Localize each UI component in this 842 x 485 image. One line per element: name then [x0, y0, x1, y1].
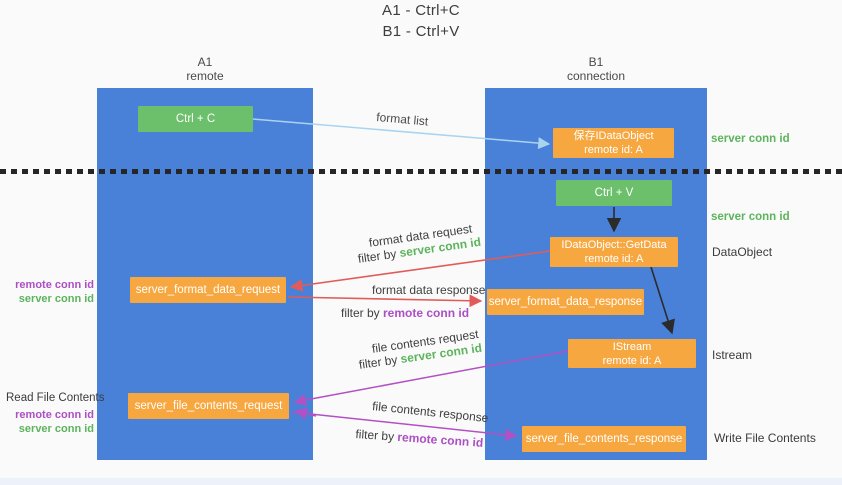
- node-server-file-contents-response-label: server_file_contents_response: [525, 433, 683, 445]
- format-data-response-filter-label: filter by remote conn id: [341, 306, 469, 320]
- filter-by-text: filter by: [341, 306, 384, 320]
- node-idataobject-getdata: IDataObject::GetData remote id: A: [550, 237, 678, 267]
- title-line-1: A1 - Ctrl+C: [382, 2, 460, 19]
- side-label-server-conn-id-2: server conn id: [711, 211, 790, 223]
- node-ctrl-v: Ctrl + V: [556, 180, 672, 206]
- node-ctrl-c-label: Ctrl + C: [175, 113, 216, 125]
- lane-header-a1: A1 remote: [97, 55, 313, 83]
- format-list-label: format list: [375, 110, 429, 129]
- lane-b1-role: connection: [566, 69, 626, 83]
- node-server-file-contents-request: server_file_contents_request: [128, 393, 289, 419]
- remote-conn-id-text: remote conn id: [383, 306, 470, 320]
- lane-b1-name: B1: [588, 55, 604, 69]
- node-idataobject-getdata-line1: IDataObject::GetData: [561, 239, 667, 251]
- filter-by-text: filter by: [358, 352, 402, 372]
- node-server-format-data-request: server_format_data_request: [130, 277, 286, 303]
- side-label-read-file-contents: Read File Contents: [6, 392, 105, 404]
- side-label-server-conn-id-4: server conn id: [18, 423, 94, 435]
- node-idataobject-getdata-line2: remote id: A: [584, 253, 644, 265]
- node-save-idataobject: 保存IDataObject remote id: A: [553, 128, 674, 158]
- node-server-file-contents-response: server_file_contents_response: [522, 426, 686, 452]
- side-label-server-conn-id-1: server conn id: [711, 133, 790, 145]
- node-server-format-data-response-label: server_format_data_response: [488, 296, 643, 308]
- filter-by-text: filter by: [357, 246, 401, 266]
- diagram-title: A1 - Ctrl+C B1 - Ctrl+V: [0, 0, 842, 42]
- format-data-response-arrow: [287, 294, 483, 308]
- remote-conn-id-text: remote conn id: [396, 429, 484, 450]
- left-label-block-format: remote conn id server conn id: [6, 278, 94, 306]
- node-save-idataobject-line2: remote id: A: [584, 144, 643, 156]
- lane-a1-name: A1: [197, 55, 213, 69]
- side-label-remote-conn-id-2: remote conn id: [15, 409, 94, 421]
- side-label-dataobject: DataObject: [712, 245, 773, 259]
- node-ctrl-v-label: Ctrl + V: [594, 187, 634, 199]
- lane-a1-role: remote: [186, 69, 224, 83]
- file-contents-response-label: file contents response: [371, 399, 490, 426]
- node-server-format-data-response: server_format_data_response: [487, 289, 644, 315]
- left-label-block-file: remote conn id server conn id: [6, 408, 94, 436]
- format-data-response-label: format data response: [372, 283, 486, 297]
- node-istream-line2: remote id: A: [602, 354, 662, 367]
- node-istream: IStream remote id: A: [568, 339, 696, 368]
- bottom-strip: [0, 478, 842, 485]
- side-label-write-file-contents: Write File Contents: [714, 431, 816, 445]
- side-label-server-conn-id-3: server conn id: [18, 293, 94, 305]
- side-label-istream: Istream: [712, 348, 753, 362]
- dotted-separator: [0, 169, 842, 174]
- node-ctrl-c: Ctrl + C: [138, 106, 253, 132]
- node-server-file-contents-request-label: server_file_contents_request: [134, 400, 283, 412]
- node-istream-line1: IStream: [612, 340, 652, 353]
- lane-header-b1: B1 connection: [485, 55, 707, 83]
- title-line-2: B1 - Ctrl+V: [382, 23, 460, 40]
- node-save-idataobject-line1: 保存IDataObject: [573, 130, 654, 142]
- file-contents-response-filter-label: filter by remote conn id: [355, 427, 484, 450]
- side-label-remote-conn-id-1: remote conn id: [15, 279, 94, 291]
- filter-by-text: filter by: [355, 427, 398, 444]
- node-server-format-data-request-label: server_format_data_request: [135, 284, 281, 296]
